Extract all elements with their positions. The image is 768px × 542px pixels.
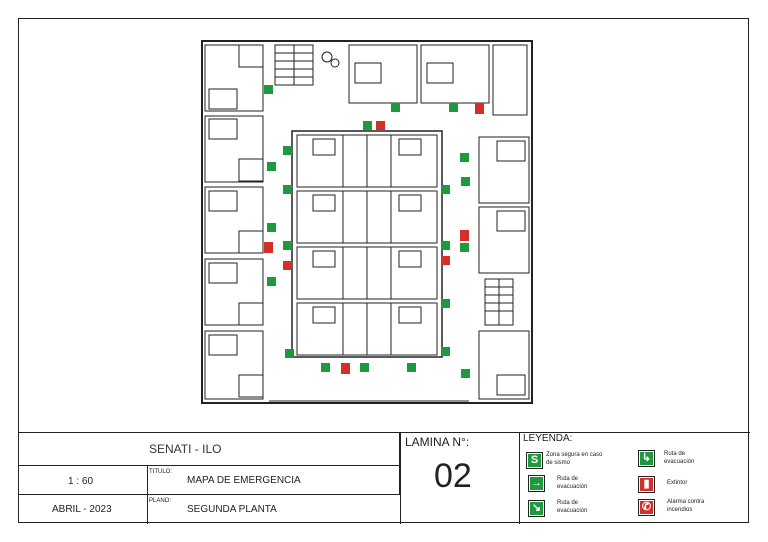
date-value: ABRIL - 2023	[52, 504, 112, 515]
plan-signage	[264, 85, 484, 378]
legend-label-evac-1b: evacuación	[664, 459, 695, 465]
stairs-top	[274, 44, 314, 86]
legend-label-evac-1a: Ruta de	[664, 451, 686, 457]
stairs-right	[484, 278, 514, 326]
drawing-sheet: SENATI - ILO 1 : 60 ABRIL - 2023 TITULO:…	[18, 18, 750, 524]
legend-label-safe-zone-1: Zona segura en caso	[546, 452, 603, 458]
legend-label-evac-2b: evacuación	[557, 484, 588, 490]
date-cell	[19, 495, 148, 524]
lamina-number: 02	[434, 457, 472, 495]
floor-plan	[201, 40, 533, 404]
titulo-cell	[148, 466, 400, 495]
titulo-value: MAPA DE EMERGENCIA	[187, 475, 301, 486]
legend-label-alarm-1: Alarma contra	[667, 499, 705, 505]
legend-heading: LEYENDA:	[523, 433, 573, 444]
left-rooms	[204, 44, 264, 400]
institution-name: SENATI - ILO	[149, 442, 222, 456]
legend-label-extintor: Extintor	[667, 480, 688, 486]
legend-label-alarm-2: incendios	[667, 507, 693, 513]
legend-label-evac-2a: Ruta de	[557, 476, 579, 482]
plano-value: SEGUNDA PLANTA	[187, 504, 277, 515]
fire-extinguisher-icon: ▮	[638, 476, 655, 493]
plano-label: PLANO:	[149, 498, 172, 504]
title-block	[19, 432, 750, 524]
fire-alarm-icon: ✆	[638, 499, 655, 516]
arrow-right-icon: →	[528, 475, 545, 492]
scale-value: 1 : 60	[68, 476, 94, 487]
titulo-label: TITULO:	[149, 469, 173, 475]
legend-label-safe-zone-2: de sismo	[546, 460, 571, 466]
safe-zone-icon: S	[526, 452, 543, 469]
central-block	[291, 130, 443, 358]
legend-label-evac-3b: evacuación	[557, 508, 588, 514]
legend-label-evac-3a: Ruta de	[557, 500, 579, 506]
building-outline	[201, 40, 533, 404]
scale-cell	[19, 466, 148, 495]
evacuation-route-person-icon: ↳	[638, 450, 655, 467]
lamina-cell	[400, 432, 520, 524]
lamina-label: LAMINA N°:	[405, 435, 470, 449]
arrow-diagonal-icon: ↘	[528, 500, 545, 517]
institution-cell	[19, 432, 400, 466]
